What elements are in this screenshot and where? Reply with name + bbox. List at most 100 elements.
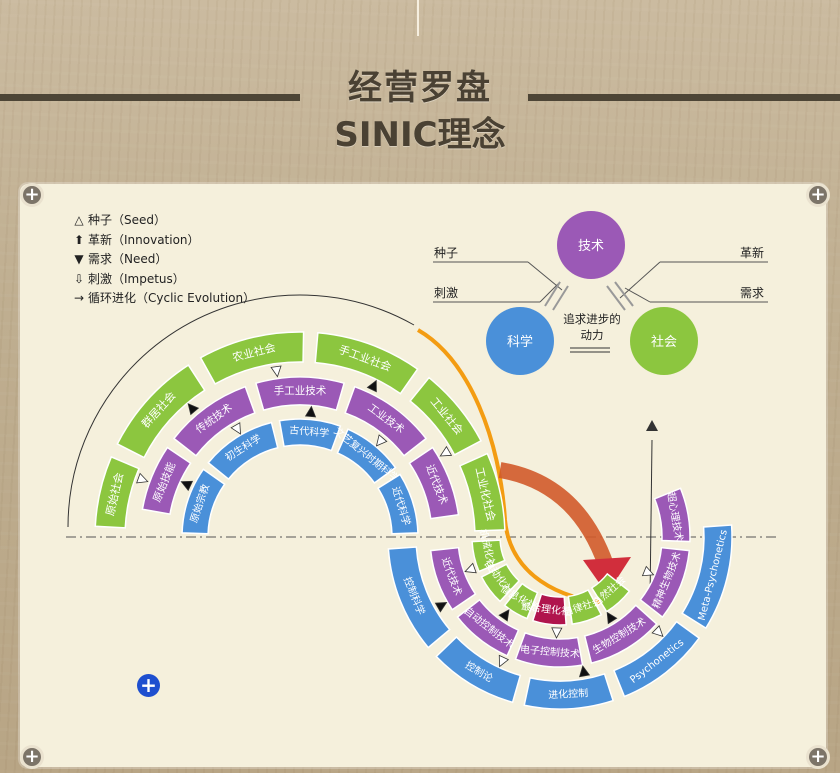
flow-arrow-icon: [136, 472, 149, 484]
science-segment: 古代科学: [278, 418, 342, 452]
innovation-label: 革新: [740, 245, 764, 260]
society-segment-band: [458, 452, 506, 532]
tech-segment-label: 手工业技术: [274, 384, 327, 397]
society-segment-band: [503, 582, 539, 620]
tech-segment-band: [172, 385, 256, 457]
cycle-arrow-head: [646, 420, 658, 431]
science-segment-band: [278, 418, 342, 452]
center-label-2: 动力: [581, 328, 604, 342]
flow-arrow-icon: [375, 434, 388, 447]
science-segment-label: 进化控制: [548, 686, 589, 701]
society-segment-band: [531, 593, 567, 626]
society-segment: 手工业社会: [314, 331, 419, 395]
flow-arrow-icon: [498, 654, 510, 668]
society-segment: 工业化社会: [458, 452, 506, 532]
flow-arrow-icon: [641, 565, 655, 577]
flow-arrow-icon: [578, 665, 591, 678]
cyclic-arrow-icon: →: [73, 291, 85, 305]
science-segment-band: [435, 635, 522, 704]
science-segment-band: [376, 473, 419, 535]
innovation-arrow-icon: ⬆: [73, 232, 85, 247]
plus-circle-icon[interactable]: +: [137, 674, 160, 697]
flow-arrow-icon: [464, 562, 477, 574]
need-arrow-icon: ▼: [74, 252, 84, 266]
legend-innovation: ⬆革新（Innovation）: [70, 231, 255, 251]
science-segment-band: [336, 428, 397, 484]
tech-segment-band: [344, 385, 428, 457]
legend-impetus: ⇩刺激（Impetus）: [70, 270, 255, 290]
tech-segment-band: [639, 546, 691, 619]
tech-circle: [557, 211, 625, 279]
legend-need: ▼需求（Need）: [70, 250, 255, 270]
flow-arrow-icon: [439, 445, 453, 457]
science-segment-band: [387, 546, 451, 649]
science-segment-band: [612, 620, 701, 698]
society-segment-band: [94, 455, 140, 529]
seed-label: 种子: [434, 246, 458, 260]
science-segment: 原始宗教: [181, 468, 226, 535]
impetus-label: 刺激: [434, 286, 458, 300]
science-segment: 控制科学: [387, 546, 451, 649]
flow-arrow-icon: [270, 365, 282, 378]
society-segment-band: [116, 364, 206, 459]
society-circle: [630, 307, 698, 375]
title-rule-right: [528, 94, 840, 101]
science-segment-band: [681, 524, 733, 630]
tech-segment: 超心理技术: [653, 487, 691, 543]
seed-arrow-icon: △: [74, 213, 84, 227]
progress-triangle: 技术 科学 社会 追求进步的 动力 种子 刺激 革新 需求: [433, 211, 768, 375]
tech-label: 技术: [578, 239, 604, 254]
science-segment-band: [207, 421, 279, 481]
tech-segment-band: [653, 487, 691, 543]
page-title: 经营罗盘: [348, 68, 492, 108]
science-circle: [486, 307, 554, 375]
evolution-arcs: 原始社会群居社会农业社会手工业社会工业社会工业化社会机械化社会自动化社会信息化社…: [94, 331, 733, 710]
legend-cyclic: →循环进化（Cyclic Evolution）: [70, 289, 255, 309]
plus-icon[interactable]: +: [20, 745, 44, 769]
tech-segment: 近代技术: [429, 546, 477, 611]
science-segment: 控制论: [435, 635, 522, 704]
plus-icon[interactable]: +: [806, 183, 830, 207]
center-label-1: 追求进步的: [563, 312, 621, 326]
society-segment-band: [567, 588, 603, 625]
tech-segment: 近代技术: [408, 446, 460, 520]
plus-icon[interactable]: +: [806, 745, 830, 769]
flow-arrow-icon: [551, 627, 563, 639]
cycle-curve-right: [649, 439, 653, 601]
industrial-sweep: [416, 328, 611, 605]
flow-arrow-icon: [434, 602, 448, 613]
flow-arrow-icon: [187, 403, 200, 416]
flow-arrow-icon: [498, 609, 510, 622]
science-label: 科学: [507, 334, 533, 350]
society-segment-band: [590, 572, 631, 613]
society-label: 社会: [651, 334, 677, 350]
society-segment: 原始社会: [94, 455, 140, 529]
tech-segment-band: [254, 376, 346, 412]
science-segment-band: [523, 673, 615, 710]
title-rule-left: [0, 94, 300, 101]
tech-segment: 电子控制技术: [514, 631, 584, 668]
tech-segment-band: [408, 446, 460, 520]
page-subtitle: SINIC理念: [334, 115, 506, 155]
plus-icon[interactable]: +: [20, 183, 44, 207]
top-tick: [417, 0, 419, 36]
flow-arrow-icon: [366, 379, 377, 393]
cycle-curve-upper: [67, 294, 415, 528]
tech-segment-band: [141, 446, 192, 515]
legend-seed: △种子（Seed）: [70, 211, 255, 231]
flow-arrow-icon: [230, 422, 241, 435]
tech-segment-band: [429, 546, 477, 611]
society-segment-band: [314, 331, 419, 395]
evolution-arrows: [136, 365, 664, 678]
tech-segment-band: [514, 631, 584, 668]
science-segment: 进化控制: [523, 673, 615, 710]
flow-arrow-icon: [180, 480, 194, 492]
flow-arrow-icon: [651, 625, 664, 637]
tech-segment-band: [583, 604, 658, 665]
society-segment: 自然社会: [590, 572, 631, 613]
tech-segment: 精神生物技术: [639, 546, 691, 619]
need-label: 需求: [740, 286, 764, 300]
science-segment-label: 古代科学: [289, 423, 330, 439]
